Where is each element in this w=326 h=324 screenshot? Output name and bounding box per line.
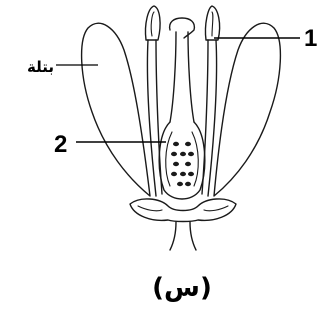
ovules xyxy=(171,142,194,186)
caption: (س) xyxy=(152,273,212,303)
anther-left-inner xyxy=(151,12,154,36)
sepal-left xyxy=(138,206,162,211)
anther-left xyxy=(145,6,160,40)
label-marker-1: 1 xyxy=(304,25,317,52)
label-marker-2: 2 xyxy=(54,131,67,158)
receptacle xyxy=(130,199,236,222)
style xyxy=(170,32,194,122)
petal-left xyxy=(82,23,150,196)
label-petal: بتلة xyxy=(27,58,54,76)
ovary-wall-inner xyxy=(166,132,199,186)
petal-right xyxy=(214,23,280,196)
pedicel xyxy=(170,222,196,250)
stigma xyxy=(170,18,195,38)
sepal-right xyxy=(204,206,228,211)
anther-right-inner xyxy=(212,12,213,36)
